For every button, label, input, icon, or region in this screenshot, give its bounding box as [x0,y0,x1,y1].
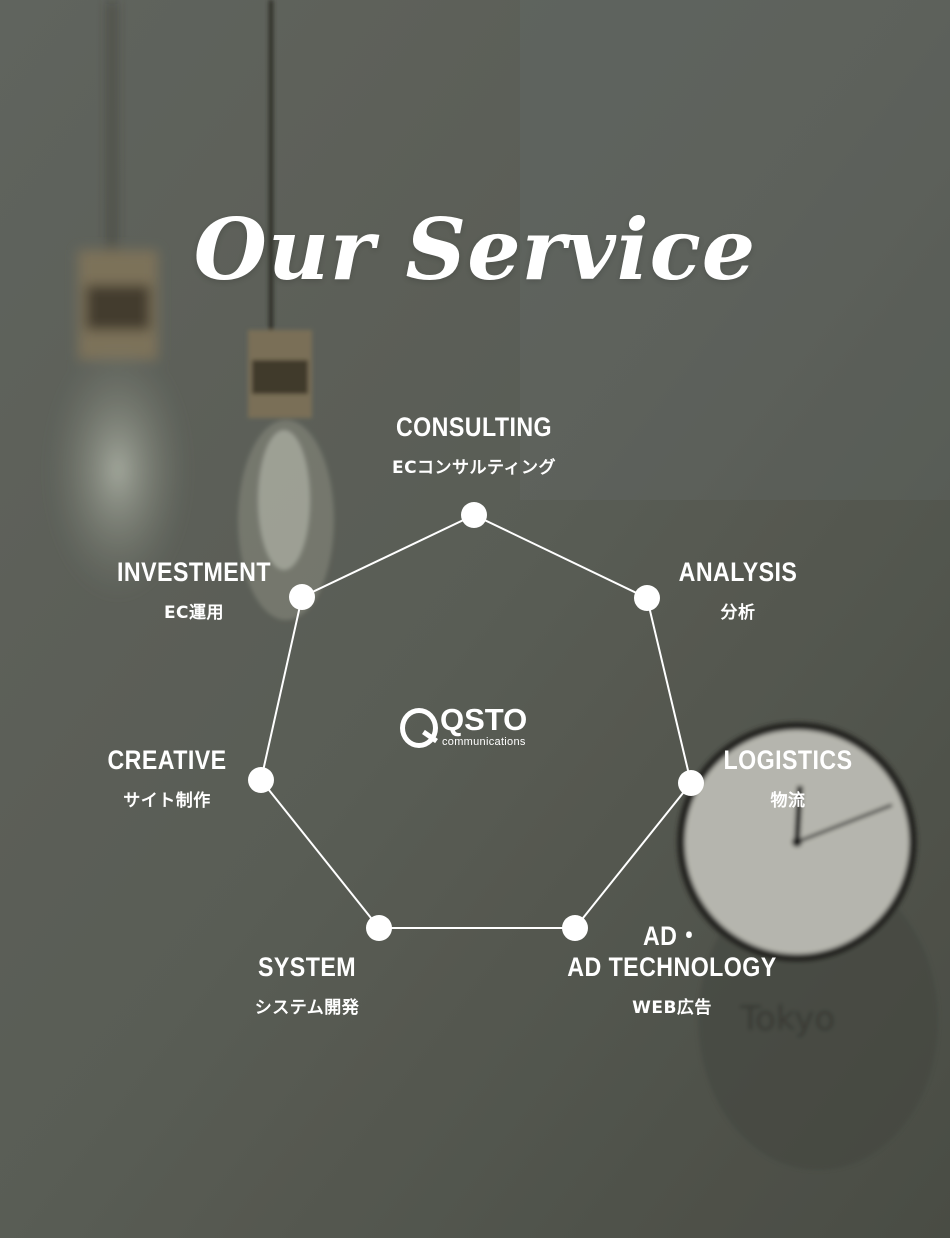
service-label-system[interactable]: SYSTEM システム開発 [250,952,364,1018]
service-label-analysis[interactable]: ANALYSIS 分析 [669,557,807,623]
service-subtitle: WEB広告 [632,998,712,1018]
service-title: CREATIVE [107,745,227,775]
service-subtitle: EC運用 [163,603,225,623]
service-title: CONSULTING [395,412,553,442]
service-subtitle: 分析 [720,603,756,623]
clock-text: Tokyo [739,999,835,1039]
pendant-bulb-right [238,0,334,620]
service-title: ANALYSIS [678,557,798,587]
pendant-bulb-left [46,0,190,600]
service-node [634,585,660,611]
heptagon-outline [259,513,693,929]
service-label-logistics[interactable]: LOGISTICS 物流 [713,745,863,811]
wall-clock: Tokyo [677,722,938,1170]
service-node [248,767,274,793]
logo-q-mark [400,708,438,748]
service-subtitle: システム開発 [254,998,360,1018]
logo-name: QSTO [440,702,528,737]
service-node [461,502,487,528]
service-label-investment[interactable]: INVESTMENT EC運用 [104,557,283,623]
service-title: INVESTMENT [117,557,271,587]
service-node [289,584,315,610]
company-logo: QSTO communications [400,702,552,750]
service-label-consulting[interactable]: CONSULTING ECコンサルティング [383,412,565,478]
service-title: LOGISTICS [723,745,853,775]
page-title: Our Service [193,200,757,299]
service-title: AD・AD TECHNOLOGY [567,921,777,982]
service-label-creative[interactable]: CREATIVE サイト制作 [98,745,237,811]
service-subtitle: 物流 [770,791,806,811]
logo-tagline: communications [442,736,526,748]
service-node [678,770,704,796]
service-subtitle: ECコンサルティング [391,458,557,478]
service-node [562,915,588,941]
service-node [366,915,392,941]
service-label-ad[interactable]: AD・AD TECHNOLOGY WEB広告 [550,921,794,1018]
service-title: SYSTEM [257,952,357,982]
service-subtitle: サイト制作 [123,791,211,811]
